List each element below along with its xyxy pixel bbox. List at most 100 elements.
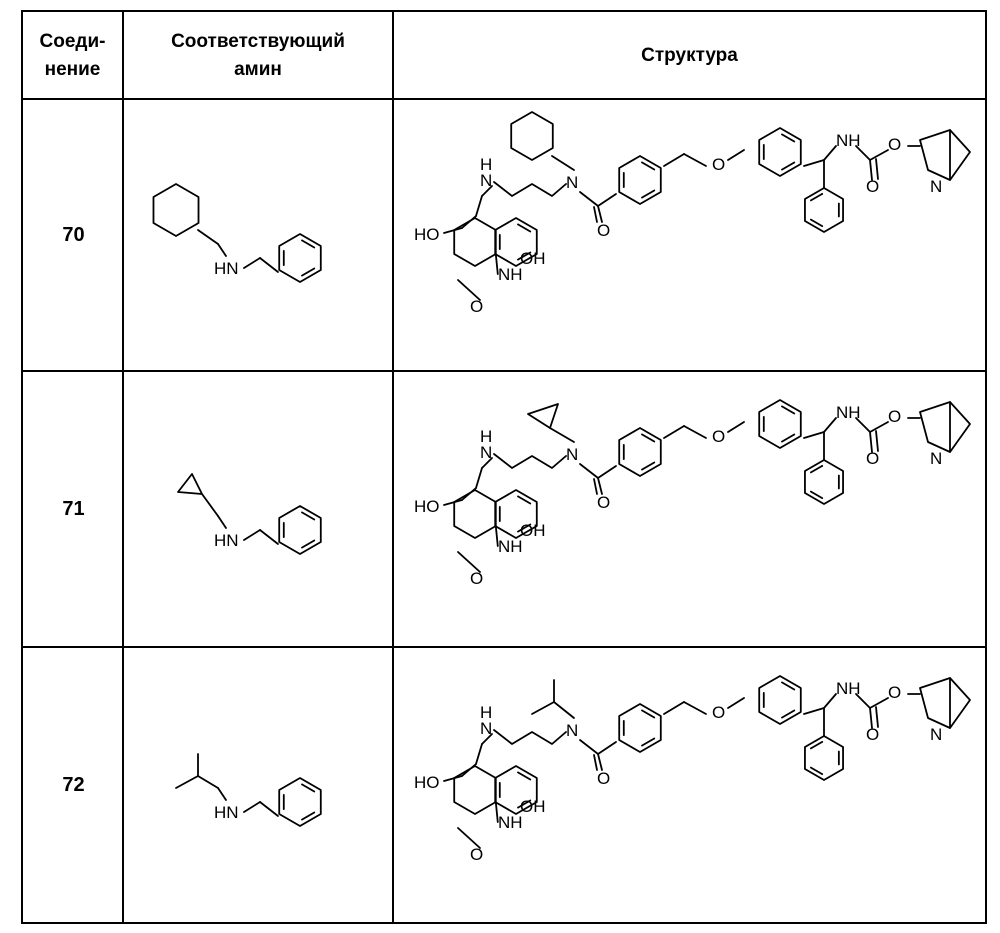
atom-label-hn: HN bbox=[214, 803, 239, 822]
quinolinone-ring bbox=[454, 218, 496, 266]
bond bbox=[598, 466, 616, 478]
atom-label-o: O bbox=[597, 769, 610, 788]
bond bbox=[552, 156, 574, 170]
bond bbox=[462, 488, 476, 500]
bond bbox=[554, 702, 574, 718]
atom-label-n: N bbox=[930, 725, 942, 744]
atom-label-nh: NH bbox=[498, 537, 523, 556]
atom-label-oh: OH bbox=[520, 521, 546, 540]
bond bbox=[260, 530, 278, 544]
bond bbox=[580, 740, 598, 754]
structure-isobutyl: NHOHOHOHNNOONHOON bbox=[414, 676, 970, 864]
bond bbox=[260, 258, 278, 272]
bond bbox=[856, 694, 870, 708]
bond bbox=[176, 776, 198, 788]
bond bbox=[198, 230, 218, 244]
bond bbox=[684, 702, 706, 714]
atom-label-oh: OH bbox=[520, 797, 546, 816]
bond bbox=[870, 698, 888, 708]
benzene-ring bbox=[759, 676, 801, 724]
bond bbox=[462, 764, 476, 776]
bond bbox=[580, 192, 598, 206]
bond bbox=[824, 418, 836, 432]
bond bbox=[664, 702, 684, 714]
bond bbox=[202, 494, 218, 516]
bond bbox=[244, 258, 260, 268]
bond bbox=[684, 154, 706, 166]
cyclopropane-ring bbox=[178, 474, 202, 494]
bond bbox=[804, 160, 824, 166]
atom-label-o: O bbox=[888, 135, 901, 154]
quinuclidine-ring bbox=[920, 402, 970, 452]
bond bbox=[476, 744, 482, 764]
atom-label-o: O bbox=[470, 845, 483, 864]
atom-label-nh: NH bbox=[498, 813, 523, 832]
cyclohexane-ring bbox=[153, 184, 198, 236]
atom-label-o: O bbox=[712, 155, 725, 174]
benzene-ring bbox=[805, 188, 843, 232]
benzene-ring bbox=[619, 156, 661, 204]
atom-label-n: N bbox=[566, 721, 578, 740]
bond bbox=[198, 776, 218, 788]
atom-label-ho: HO bbox=[414, 497, 440, 516]
bond bbox=[876, 707, 878, 727]
bond bbox=[856, 146, 870, 160]
bond bbox=[476, 196, 482, 216]
bond bbox=[532, 702, 554, 714]
atom-label-nh: NH bbox=[498, 265, 523, 284]
bond bbox=[218, 788, 226, 800]
bond bbox=[550, 428, 574, 442]
atom-label-ho: HO bbox=[414, 773, 440, 792]
bond bbox=[870, 150, 888, 160]
bond bbox=[870, 422, 888, 432]
bond bbox=[804, 432, 824, 438]
bond-chain bbox=[494, 730, 566, 744]
atom-label-o: O bbox=[470, 569, 483, 588]
benzene-ring bbox=[279, 778, 321, 826]
atom-label-n: N bbox=[480, 171, 492, 190]
atom-label-oh: OH bbox=[520, 249, 546, 268]
structure-cyclopropylmethyl: NHOHOHOHNNOONHOON bbox=[414, 400, 970, 588]
bond bbox=[728, 698, 744, 708]
bond bbox=[594, 479, 597, 494]
cyclohexane-ring bbox=[511, 112, 553, 160]
benzene-ring bbox=[279, 234, 321, 282]
atom-label-o: O bbox=[712, 703, 725, 722]
bond-chain bbox=[494, 454, 566, 468]
atom-label-hn: HN bbox=[214, 259, 239, 278]
atom-label-o: O bbox=[470, 297, 483, 316]
atom-label-o: O bbox=[597, 221, 610, 240]
bond bbox=[218, 244, 226, 256]
atom-label-n: N bbox=[566, 173, 578, 192]
bond bbox=[804, 708, 824, 714]
bond bbox=[462, 216, 476, 228]
bond bbox=[664, 154, 684, 166]
benzene-ring bbox=[619, 704, 661, 752]
bond bbox=[598, 478, 602, 494]
atom-label-o: O bbox=[888, 683, 901, 702]
structure-cyclohexylmethyl: NHOHOHOHNNOONHOON bbox=[414, 112, 970, 316]
benzene-ring bbox=[279, 506, 321, 554]
bond bbox=[594, 207, 597, 222]
cyclopropane-ring bbox=[528, 404, 558, 428]
bond bbox=[728, 422, 744, 432]
atom-label-n: N bbox=[480, 443, 492, 462]
quinolinone-ring bbox=[454, 766, 496, 814]
bond bbox=[824, 146, 836, 160]
bond bbox=[598, 754, 602, 770]
bond bbox=[598, 206, 602, 222]
bond bbox=[876, 159, 878, 179]
benzene-ring bbox=[759, 128, 801, 176]
benzene-ring bbox=[759, 400, 801, 448]
bond bbox=[444, 776, 462, 781]
atom-label-o: O bbox=[597, 493, 610, 512]
bond bbox=[260, 802, 278, 816]
benzene-ring bbox=[619, 428, 661, 476]
bond bbox=[856, 418, 870, 432]
atom-label-o: O bbox=[712, 427, 725, 446]
bond bbox=[598, 742, 616, 754]
atom-label-o: O bbox=[866, 177, 879, 196]
benzene-ring bbox=[805, 460, 843, 504]
atom-label-o: O bbox=[888, 407, 901, 426]
atom-label-o: O bbox=[866, 449, 879, 468]
